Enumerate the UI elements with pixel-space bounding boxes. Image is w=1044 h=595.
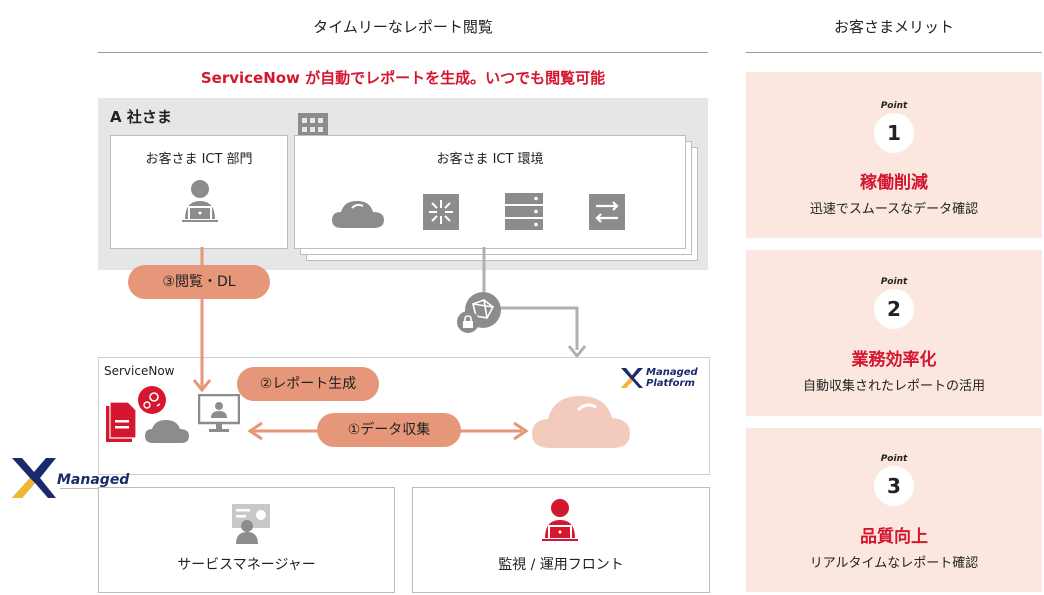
managed-platform-logo-mark <box>621 368 643 388</box>
merit-1-number-badge: 1 <box>874 113 914 153</box>
merit-2-point-label: Point <box>880 277 908 287</box>
ict-dept-title: お客さま ICT 部門 <box>145 152 253 167</box>
service-manager-label: サービスマネージャー <box>177 557 316 573</box>
servicenow-label: ServiceNow <box>104 364 175 378</box>
merit-card-1 <box>746 72 1042 238</box>
ict-env-title: お客さま ICT 環境 <box>436 152 544 167</box>
managed-platform-logo-line2: Platform <box>646 378 695 389</box>
router-icon <box>423 194 459 230</box>
ict-env-box <box>294 135 686 249</box>
right-header: お客さまメリット <box>833 18 954 36</box>
monitor-icon <box>198 394 240 432</box>
server-icon <box>505 193 543 230</box>
gear-process-icon <box>138 386 166 414</box>
service-manager-icon <box>232 504 270 544</box>
servicenow-cloud-icon <box>145 420 189 443</box>
left-header: タイムリーなレポート閲覧 <box>313 18 493 36</box>
merit-1-point-label: Point <box>880 101 908 111</box>
switch-icon <box>589 194 625 230</box>
merit-card-3 <box>746 428 1042 592</box>
managed-platform-logo-line1: Managed <box>646 367 698 378</box>
managed-logo-text: Managed <box>57 472 130 488</box>
merit-3-title: 品質向上 <box>860 527 928 547</box>
merit-2-number-badge: 2 <box>874 289 914 329</box>
cloud-icon <box>332 201 384 228</box>
managed-logo-mark <box>12 458 56 498</box>
merit-2-title: 業務効率化 <box>851 350 937 370</box>
report-document-icon <box>106 402 136 442</box>
merit-3-point-label: Point <box>880 454 908 464</box>
merit-card-2 <box>746 250 1042 416</box>
merit-2-subtitle: 自動収集されたレポートの活用 <box>802 379 985 394</box>
lock-icon <box>457 311 479 333</box>
monitoring-operator-icon <box>542 499 578 541</box>
merit-1-subtitle: 迅速でスムースなデータ確認 <box>809 202 979 217</box>
monitoring-front-label: 監視 / 運用フロント <box>498 557 624 573</box>
operator-laptop-icon <box>182 180 218 222</box>
company-label: A 社さま <box>110 108 172 126</box>
step3-view-download-pill: ③閲覧・DL <box>128 265 270 299</box>
step1-data-collection-pill: ①データ収集 <box>317 413 461 447</box>
data-cloud-icon <box>532 396 630 448</box>
step2-report-generation-pill: ②レポート生成 <box>237 367 379 401</box>
merit-3-number-badge: 3 <box>874 466 914 506</box>
banner-text: ServiceNow が自動でレポートを生成。いつでも閲覧可能 <box>200 69 606 87</box>
merit-3-subtitle: リアルタイムなレポート確認 <box>809 556 979 571</box>
merit-1-title: 稼働削減 <box>860 173 928 193</box>
right-header-rule <box>746 52 1042 53</box>
left-header-rule <box>98 52 708 53</box>
